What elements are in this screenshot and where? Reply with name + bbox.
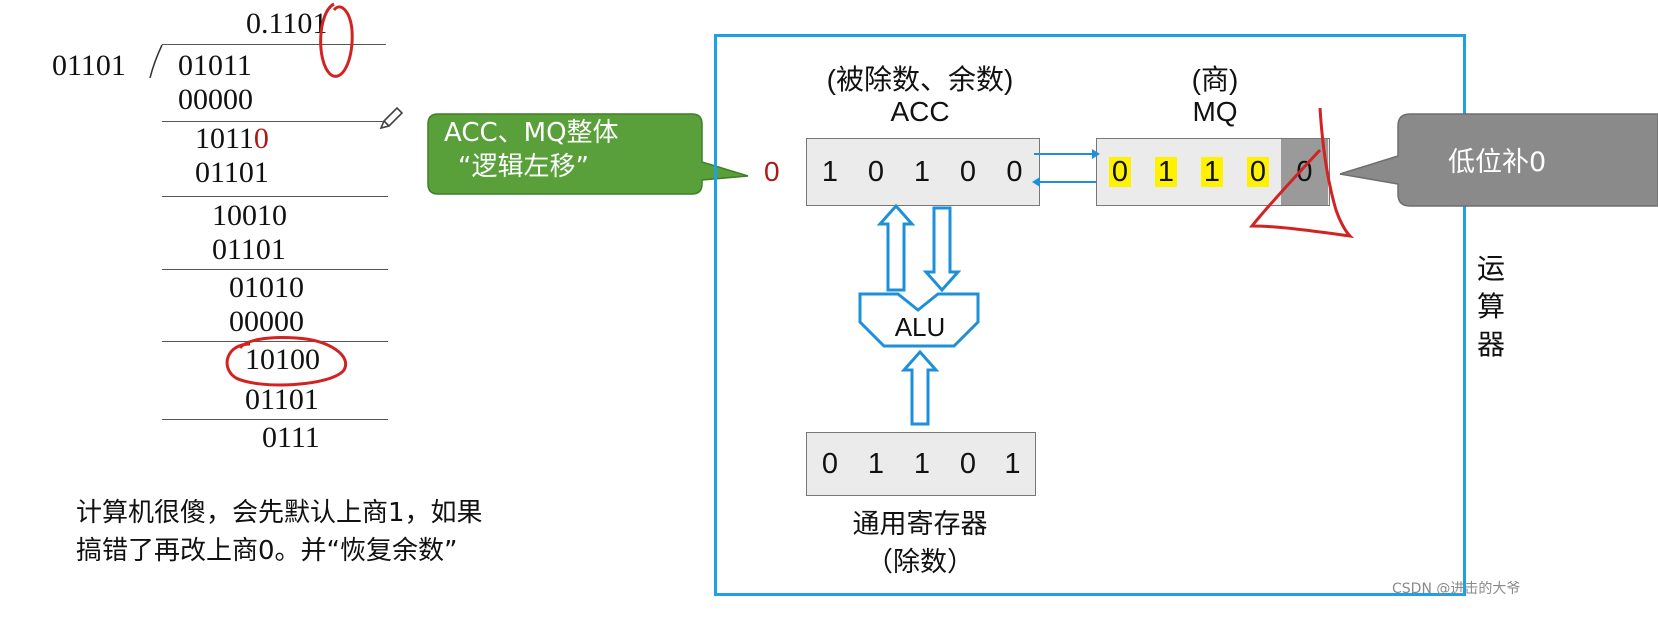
fill-callout-text: 低位补0 (1448, 147, 1547, 178)
mq-bit-value: 1 (1200, 157, 1224, 187)
shifted-out-bit: 0 (764, 156, 780, 187)
pencil-icon (379, 106, 404, 130)
division-quotient: 0.1101 (246, 7, 328, 40)
unit-label-char: 运 (1476, 252, 1505, 285)
division-step: 10010 (212, 199, 287, 232)
acc-name: ACC (890, 96, 950, 127)
acc-register: 1 0 1 0 0 (806, 138, 1040, 206)
division-step: 00000 (178, 83, 253, 116)
general-register: 0 1 1 0 1 (806, 432, 1036, 496)
up-arrow-icon (876, 203, 916, 292)
unit-label-char: 器 (1476, 328, 1505, 361)
acc-mq-link-arrows (1032, 149, 1100, 187)
register-bit: 1 (899, 433, 946, 495)
acc-bit: 0 (853, 139, 900, 205)
down-arrow-icon (922, 206, 962, 293)
alu-label: ALU (894, 312, 946, 342)
quotient-bit-circle (319, 2, 354, 78)
division-step: 01010 (229, 271, 304, 304)
mq-bit-value: 0 (1108, 157, 1132, 187)
acc-caption: (被除数、余数) (826, 64, 1014, 95)
mq-bit-value: 1 (1154, 157, 1178, 187)
callout-bubble-shape (427, 113, 749, 195)
register-bit: 1 (991, 433, 1034, 495)
division-rule (162, 341, 388, 342)
alu-assembly (858, 203, 980, 426)
up-arrow-icon (900, 349, 940, 426)
arithmetic-unit-panel (714, 34, 1466, 596)
callout-text: ACC、MQ整体 “逻辑左移” (444, 116, 619, 184)
mq-bit-value: 0 (1246, 157, 1270, 187)
division-step: 01101 (212, 233, 286, 266)
division-step: 00000 (229, 305, 304, 338)
register-name: 通用寄存器 (852, 509, 988, 540)
explanation-line: 搞错了再改上商0。并“恢复余数” (76, 536, 458, 566)
division-bar (162, 44, 386, 45)
division-rule (162, 269, 388, 270)
mq-name: MQ (1192, 96, 1238, 127)
division-step: 10100 (245, 343, 320, 376)
division-remainder: 0111 (262, 421, 320, 454)
register-bit: 0 (807, 433, 854, 495)
unit-label: 运 算 器 (1474, 250, 1508, 364)
division-step: 01101 (245, 383, 319, 416)
alu-shape (858, 292, 980, 348)
low-bit-triangle (1248, 107, 1355, 239)
division-rule (162, 419, 388, 420)
division-rule (162, 121, 384, 122)
division-step: 1011010110 (195, 122, 269, 155)
explanation-line: 计算机很傻，会先默认上商1，如果 (76, 498, 483, 528)
acc-bit: 1 (899, 139, 946, 205)
mq-register: 0 1 1 0 0 (1096, 138, 1330, 206)
watermark: CSDN @进击的大爷 (1392, 581, 1521, 597)
fill-callout-shape (1339, 113, 1658, 207)
mq-bit: 1 (1143, 139, 1190, 205)
callout-line: “逻辑左移” (458, 152, 589, 182)
division-rule (162, 196, 388, 197)
mq-caption: (商) (1191, 64, 1239, 95)
division-bracket (149, 44, 163, 79)
callout-line: ACC、MQ整体 (444, 118, 619, 148)
division-step: 01011 (178, 49, 252, 82)
unit-label-char: 算 (1476, 290, 1505, 323)
register-caption: （除数） (866, 547, 974, 578)
division-step: 01101 (195, 156, 269, 189)
remainder-circle (225, 336, 348, 387)
acc-bit: 0 (991, 139, 1038, 205)
mq-bit: 1 (1189, 139, 1236, 205)
mq-bit: 0 (1235, 139, 1282, 205)
division-divisor: 01101 (52, 49, 126, 82)
